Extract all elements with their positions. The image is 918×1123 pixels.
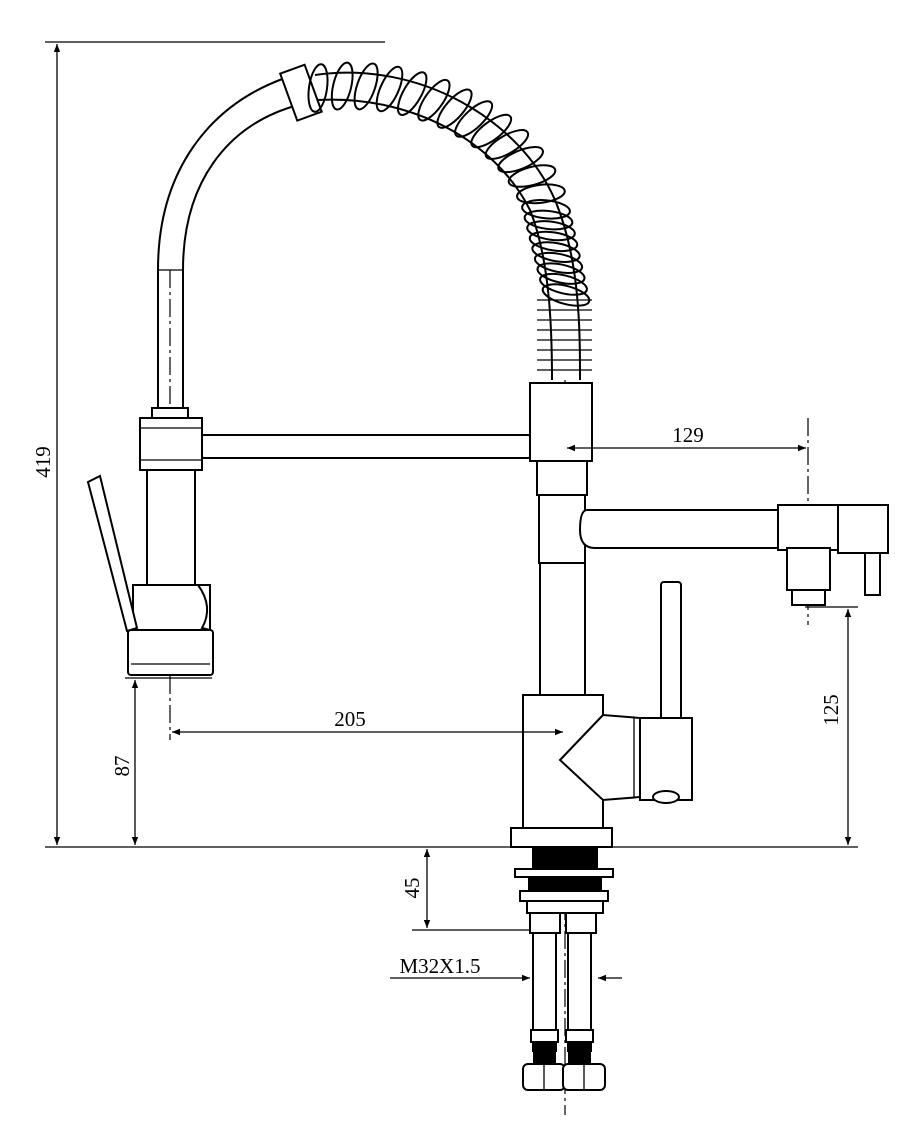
spring-coil — [353, 62, 379, 111]
spring-coil — [539, 272, 588, 296]
spring-coil — [533, 251, 584, 274]
spring-coil — [528, 230, 579, 253]
spring-coil — [417, 78, 451, 122]
faucet-body — [510, 382, 641, 848]
spring-coil — [330, 61, 354, 111]
spring-coil — [523, 209, 574, 231]
spring-coil — [375, 65, 404, 113]
spring-coil — [497, 146, 544, 174]
dim-spray-reach: 205 — [334, 707, 366, 731]
spring-coil — [454, 100, 494, 138]
spring-hose — [151, 61, 592, 421]
shank-and-hoses — [514, 847, 614, 1091]
dim-side-spout-height: 125 — [819, 694, 843, 726]
lever-handle — [639, 581, 693, 804]
spring-coil — [470, 113, 513, 149]
spring-coil — [516, 183, 566, 205]
spring-coil — [536, 262, 586, 285]
spring-coil — [484, 129, 530, 160]
spray-head — [86, 417, 533, 676]
dim-thread: M32X1.5 — [399, 954, 480, 978]
spring-coil — [521, 199, 571, 220]
dim-spout-reach-side: 129 — [672, 423, 704, 447]
dim-total-height: 419 — [31, 446, 55, 478]
spring-coil — [531, 241, 581, 263]
spring-coil — [436, 88, 473, 129]
dimension-lines — [53, 44, 852, 982]
dim-shank-length: 45 — [400, 878, 424, 899]
spring-coil — [396, 71, 428, 116]
spring-coil — [307, 63, 329, 113]
spring-coil — [507, 164, 557, 188]
spring-coil — [526, 220, 576, 242]
spring-coil — [541, 283, 591, 307]
dim-spray-height: 87 — [110, 756, 134, 777]
side-spout — [578, 504, 889, 606]
